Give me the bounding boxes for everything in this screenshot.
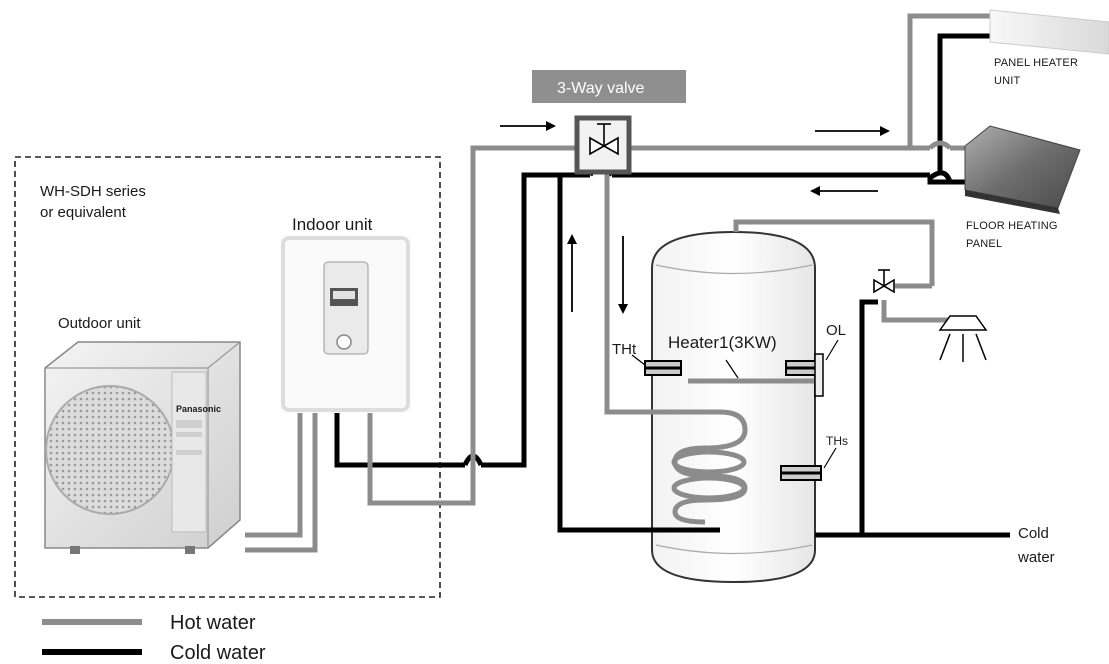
flow-arrows: [500, 121, 890, 314]
tank-coil: [604, 395, 748, 525]
indoor-unit-label: Indoor unit: [292, 215, 373, 234]
sensor-tht: [631, 354, 682, 376]
cold-water-label-line1: Cold: [1018, 525, 1049, 542]
legend-cold-label: Cold water: [170, 642, 266, 664]
mixing-valve: [873, 269, 895, 294]
series-label-line1: WH-SDH series: [40, 183, 146, 200]
heater-label: Heater1(3KW): [668, 333, 777, 352]
panel-heater-unit: [989, 9, 1109, 55]
ol-label: OL: [826, 322, 846, 339]
brand-label: Panasonic: [176, 404, 221, 414]
cold-water-label-line2: water: [1017, 549, 1055, 566]
indoor-unit: [281, 236, 410, 412]
valve-title: 3-Way valve: [557, 80, 645, 97]
outdoor-unit-label: Outdoor unit: [58, 315, 141, 332]
floor-heating-panel: [964, 125, 1081, 214]
floor-heating-label-line2: PANEL: [966, 238, 1002, 250]
sensor-ol: [785, 339, 839, 397]
legend: Hot water Cold water: [42, 612, 266, 664]
legend-hot-label: Hot water: [170, 612, 256, 634]
series-label-line2: or equivalent: [40, 204, 127, 221]
sensor-ths: [780, 447, 837, 481]
panel-heater-label-line1: PANEL HEATER: [994, 57, 1078, 69]
valve-banner: [532, 70, 686, 103]
series-group-outline: [14, 156, 441, 598]
shower-head-icon: [938, 315, 988, 362]
ths-label: THs: [826, 434, 848, 448]
floor-heating-label-line1: FLOOR HEATING: [966, 220, 1058, 232]
three-way-valve: 3-Way valve: [532, 70, 686, 175]
hot-water-pipes: [245, 13, 990, 553]
heater-element: [688, 359, 822, 384]
panel-heater-label-line2: UNIT: [994, 75, 1021, 87]
outdoor-unit: [44, 341, 241, 554]
tht-label: THt: [612, 341, 637, 358]
